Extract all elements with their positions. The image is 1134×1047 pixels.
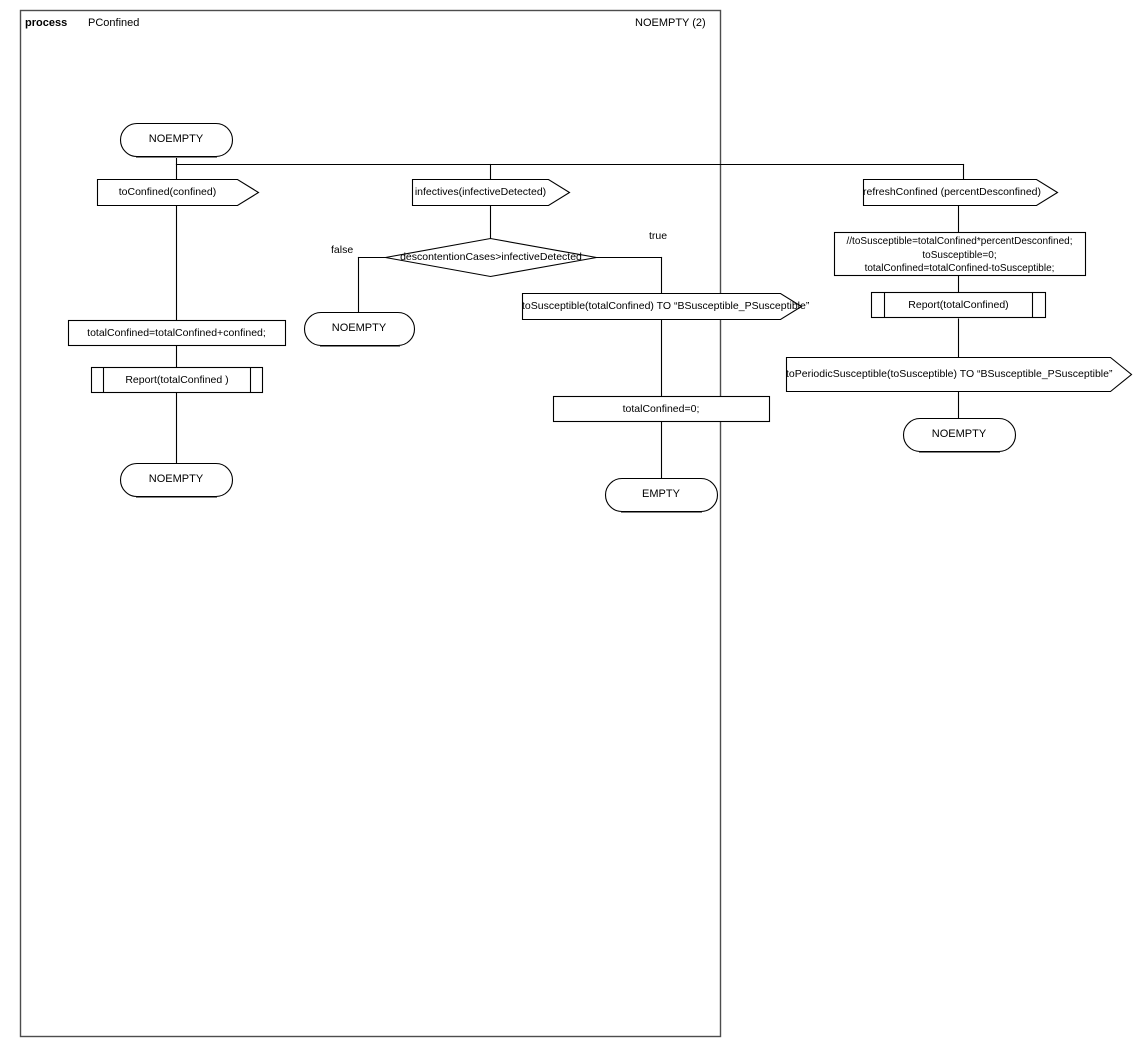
- node-output-to-periodic-susceptible[interactable]: [785, 356, 1133, 393]
- node-decision-descontention[interactable]: [385, 237, 597, 278]
- task-refresh-block[interactable]: [834, 232, 1086, 276]
- decision-descontention[interactable]: [385, 238, 597, 277]
- output-to-susceptible[interactable]: [522, 293, 802, 320]
- input-infectives[interactable]: [412, 179, 570, 206]
- start-state[interactable]: [120, 123, 233, 157]
- node-input-infectives[interactable]: [411, 178, 571, 207]
- node-state-noempty-false[interactable]: [303, 311, 416, 348]
- node-state-noempty-right-end[interactable]: [902, 417, 1017, 454]
- node-task-total-confined-zero[interactable]: [552, 395, 771, 423]
- output-to-periodic-susceptible[interactable]: [786, 357, 1132, 392]
- node-procedure-report-right[interactable]: [870, 291, 1047, 319]
- node-state-empty-end[interactable]: [604, 477, 719, 514]
- node-procedure-report-left[interactable]: [90, 366, 264, 394]
- state-empty-end[interactable]: [605, 478, 718, 512]
- node-task-refresh-block[interactable]: [833, 231, 1087, 277]
- node-input-to-confined[interactable]: [96, 178, 260, 207]
- input-to-confined[interactable]: [97, 179, 259, 206]
- connector-lines: [175, 155, 965, 480]
- state-noempty-false[interactable]: [304, 312, 415, 346]
- input-refresh-confined[interactable]: [863, 179, 1058, 206]
- task-total-confined-zero[interactable]: [553, 396, 770, 422]
- state-noempty-right-end[interactable]: [903, 418, 1016, 452]
- node-start-state[interactable]: [119, 122, 234, 159]
- task-total-confined-add[interactable]: [68, 320, 286, 346]
- state-noempty-left-end[interactable]: [120, 463, 233, 497]
- node-state-noempty-left-end[interactable]: [119, 462, 234, 499]
- procedure-report-left[interactable]: [91, 367, 263, 393]
- node-task-total-confined-add[interactable]: [67, 319, 287, 347]
- node-output-to-susceptible[interactable]: [521, 292, 803, 321]
- procedure-report-right[interactable]: [871, 292, 1046, 318]
- node-input-refresh-confined[interactable]: [862, 178, 1059, 207]
